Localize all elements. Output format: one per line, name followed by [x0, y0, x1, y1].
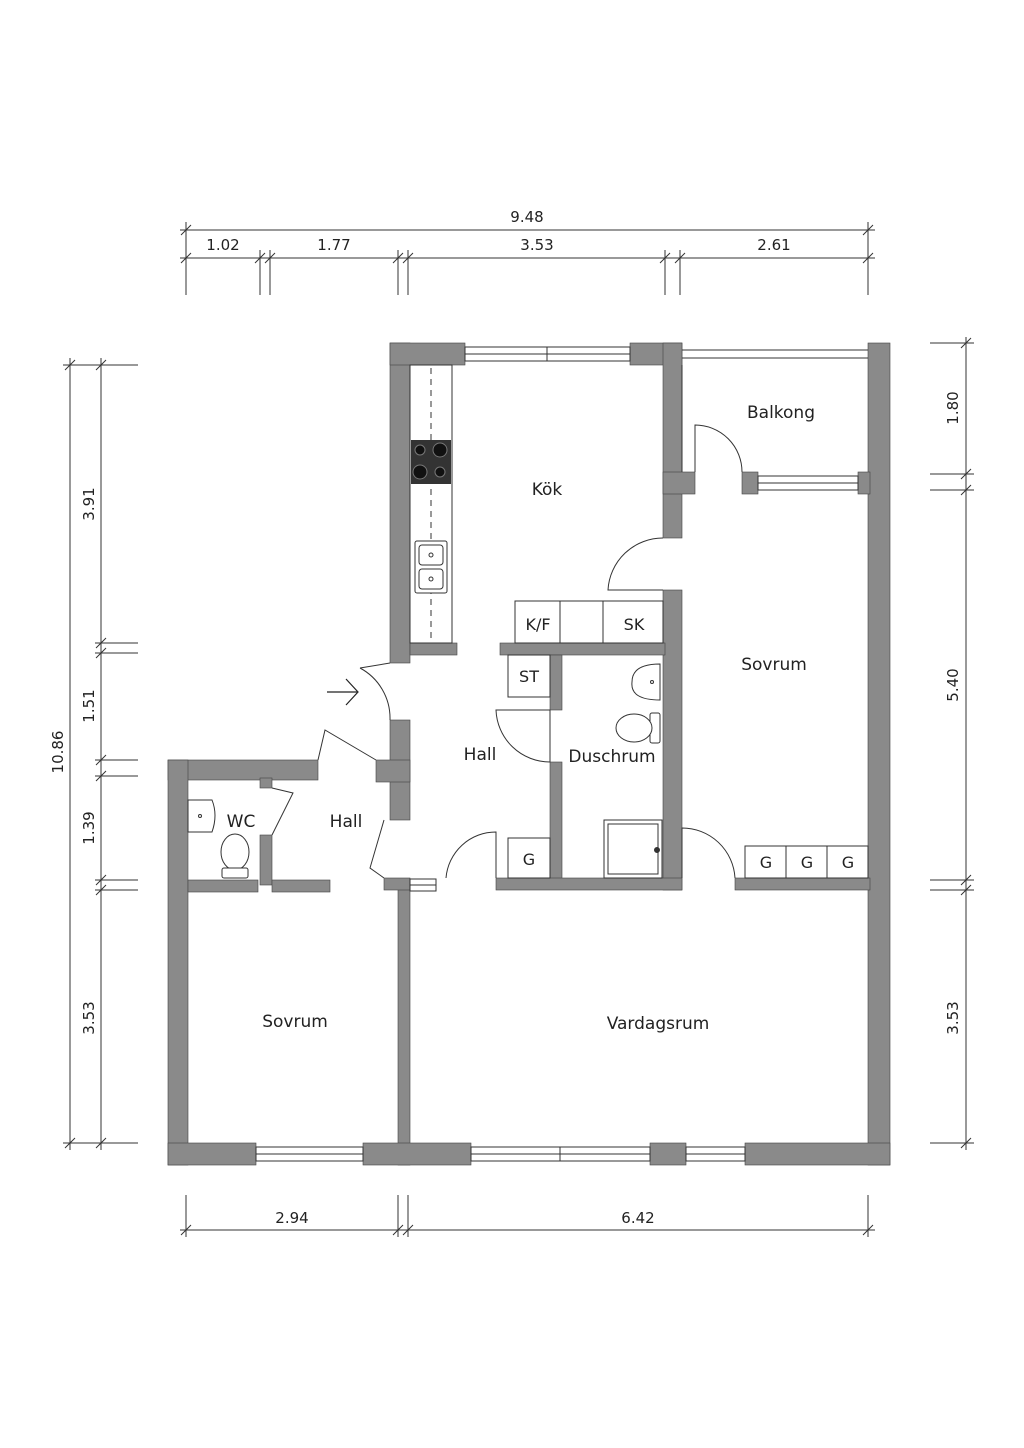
wc-toilet-icon: [220, 833, 250, 879]
dim-bottom-1: 2.94: [275, 1209, 308, 1227]
entrance-arrow-icon: [327, 678, 359, 706]
room-hall-center-label: Hall: [464, 745, 497, 765]
wc-basin-icon: [187, 799, 216, 833]
fixture-g-sovrum-3-label: G: [842, 853, 854, 872]
dim-right-3: 3.53: [944, 1001, 962, 1034]
dim-right-2: 5.40: [944, 668, 962, 701]
stove-icon: [411, 440, 451, 484]
kitchen-cabinets: [514, 600, 664, 644]
duschrum-basin-icon: [631, 663, 661, 701]
shower-icon: [603, 819, 663, 879]
room-vardagsrum-label: Vardagsrum: [607, 1014, 710, 1034]
g-cabinet-hall: [507, 837, 551, 879]
duschrum-toilet-icon: [615, 712, 661, 744]
sink-icon: [414, 540, 448, 594]
dim-left-1: 3.91: [80, 487, 98, 520]
kitchen-counter: [409, 364, 453, 644]
fixture-g-sovrum-1-label: G: [760, 853, 772, 872]
balcony-railing: [681, 349, 868, 472]
fixture-kf-label: K/F: [525, 615, 550, 634]
dim-top-3: 3.53: [520, 236, 553, 254]
st-cabinet: [507, 654, 551, 698]
fixture-st-label: ST: [519, 667, 539, 686]
room-wc-label: WC: [227, 812, 256, 832]
room-sovrum-right-label: Sovrum: [741, 655, 807, 675]
room-balkong-label: Balkong: [747, 403, 815, 423]
dim-top-4: 2.61: [757, 236, 790, 254]
dim-left-total: 10.86: [49, 731, 67, 774]
dim-left-2: 1.51: [80, 689, 98, 722]
room-kok-label: Kök: [532, 480, 563, 500]
walls: [167, 342, 891, 1166]
fixture-g-hall-label: G: [523, 850, 535, 869]
windows: [255, 346, 859, 1162]
dim-right-1: 1.80: [944, 391, 962, 424]
dimension-lines: [63, 222, 974, 1237]
dim-top-total: 9.48: [510, 208, 543, 226]
dim-bottom-2: 6.42: [621, 1209, 654, 1227]
g-cabinets-sovrum: [744, 845, 869, 879]
dim-top-2: 1.77: [317, 236, 350, 254]
fixture-sk-label: SK: [624, 615, 645, 634]
dim-left-4: 3.53: [80, 1001, 98, 1034]
dim-top-1: 1.02: [206, 236, 239, 254]
dim-left-3: 1.39: [80, 811, 98, 844]
fixture-g-sovrum-2-label: G: [801, 853, 813, 872]
room-hall-left-label: Hall: [330, 812, 363, 832]
room-duschrum-label: Duschrum: [568, 747, 655, 767]
room-sovrum-left-label: Sovrum: [262, 1012, 328, 1032]
doors: [271, 424, 743, 879]
